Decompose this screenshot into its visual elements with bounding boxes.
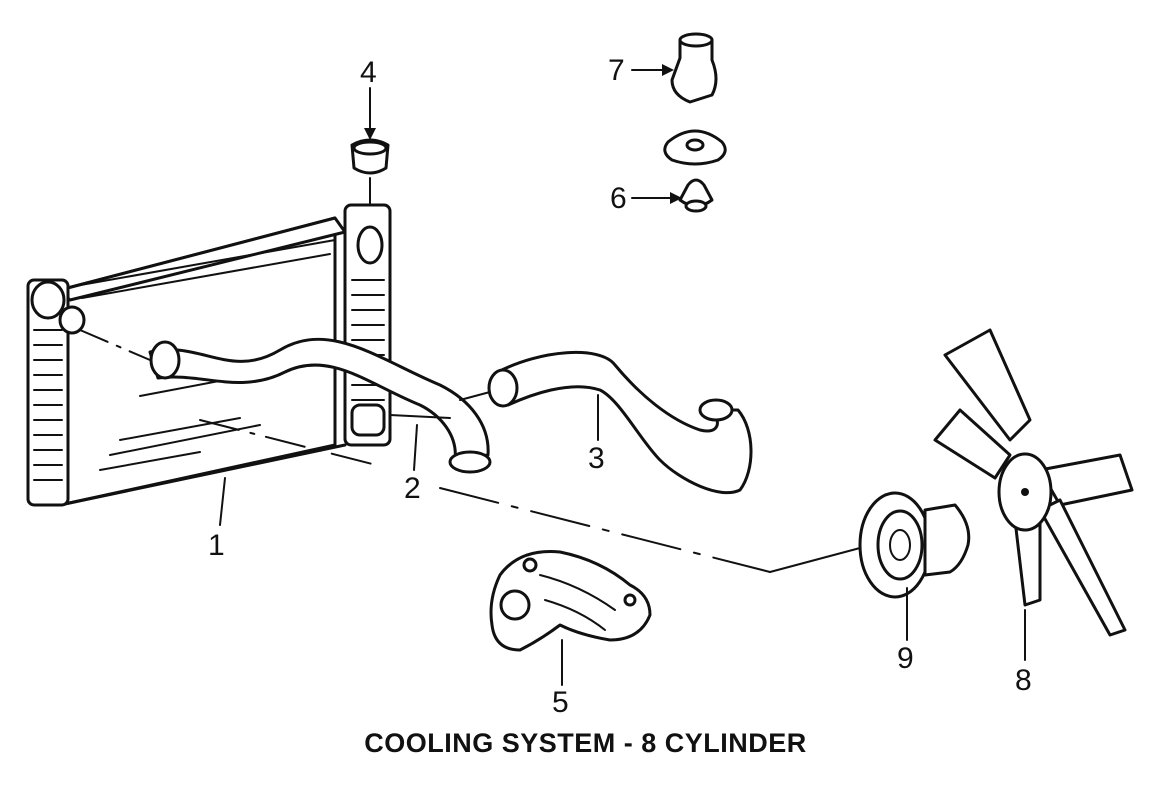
callout-7: 7 [608,54,625,87]
callout-6: 6 [610,182,627,215]
thermostat [678,178,714,213]
callout-9: 9 [897,642,914,675]
callout-3: 3 [588,442,605,475]
callout-5: 5 [552,686,569,719]
alignment-lines [79,329,861,573]
thermostat-housing [670,32,718,104]
callout-2: 2 [404,472,421,505]
callout-4: 4 [360,56,377,89]
fan-blade [933,328,1134,637]
thermostat-gasket [663,129,727,166]
lower-radiator-hose [487,350,753,495]
upper-radiator-hose [148,337,492,474]
radiator-cap [350,138,390,206]
leader-lines [219,64,1026,686]
callout-1: 1 [208,529,225,562]
diagram-caption: COOLING SYSTEM - 8 CYLINDER [364,728,807,758]
callout-8: 8 [1015,664,1032,697]
callout-numbers: 1 2 3 4 5 6 7 8 9 [208,54,1032,719]
water-pump [489,549,652,652]
fan-clutch [858,491,971,599]
